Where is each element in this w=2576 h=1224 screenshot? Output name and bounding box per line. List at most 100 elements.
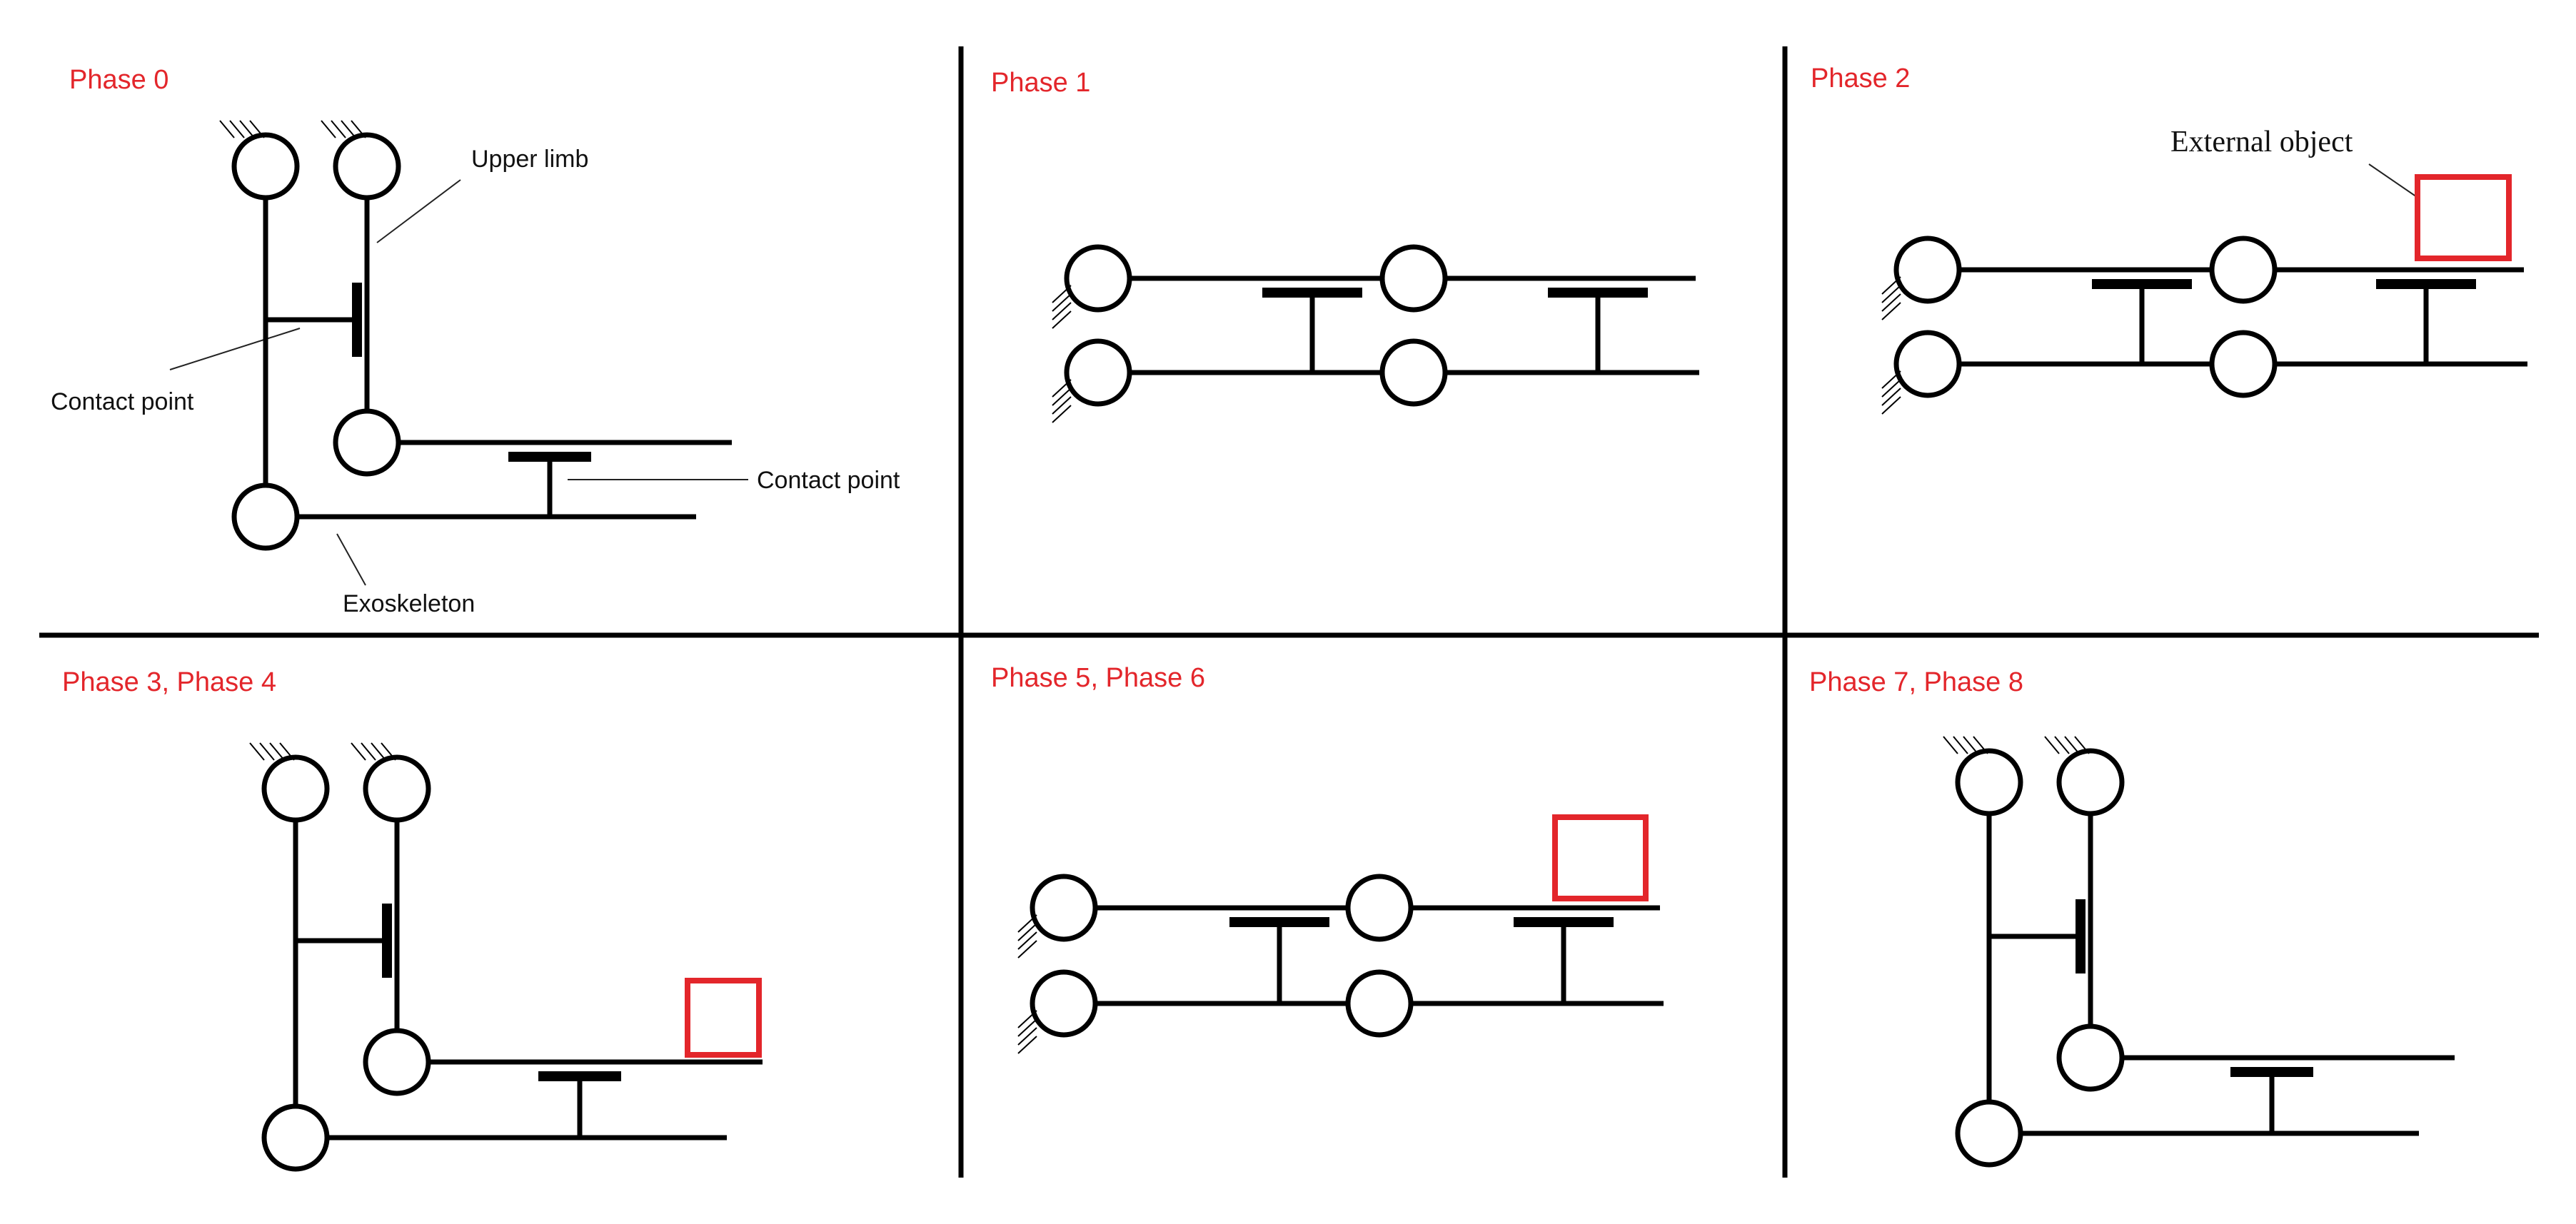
exoskeleton-elbow-joint xyxy=(1955,1099,2023,1168)
ground-hatch xyxy=(2044,736,2060,754)
ground-hatch xyxy=(1052,293,1072,312)
exoskeleton-shoulder-joint xyxy=(1030,969,1098,1038)
ground-hatch xyxy=(1881,379,1901,398)
ground-hatch xyxy=(1017,923,1037,941)
ground-hatch xyxy=(1052,302,1072,320)
ground-hatch xyxy=(1881,276,1901,295)
upper-limb-shoulder-joint xyxy=(2056,748,2125,816)
exoskeleton-shoulder-joint xyxy=(1893,330,1962,398)
ground-hatch xyxy=(341,120,356,138)
ground-hatch xyxy=(1881,388,1901,406)
upper-limb-elbow-joint xyxy=(1379,244,1448,313)
phase-7-8-mechanism xyxy=(1943,736,2455,1168)
ground-hatch xyxy=(2074,736,2090,754)
upper-limb-shoulder-joint xyxy=(1893,236,1962,304)
ground-hatch xyxy=(259,742,275,761)
ground-hatch xyxy=(1963,736,1978,754)
ground-hatch xyxy=(1953,736,1968,754)
ground-hatch xyxy=(1973,736,1988,754)
exoskeleton-label: Exoskeleton xyxy=(343,590,475,617)
exoskeleton-elbow-joint xyxy=(231,482,300,551)
ground-hatch xyxy=(1017,1036,1037,1054)
external-object-label: External object xyxy=(2170,126,2353,158)
ground-hatch xyxy=(1052,285,1072,303)
exoskeleton-shoulder-joint xyxy=(261,754,330,823)
upper-limb-elbow-joint xyxy=(2056,1023,2125,1092)
ground-hatch xyxy=(249,742,265,761)
upper-limb-elbow-joint xyxy=(1345,874,1414,942)
phase-3-4-title: Phase 3, Phase 4 xyxy=(62,667,276,697)
mechanism-drawings xyxy=(219,120,2527,1172)
external-object-box xyxy=(1552,814,1649,901)
ground-hatch xyxy=(239,120,255,138)
external-object-box xyxy=(2415,174,2512,261)
ground-hatch xyxy=(1017,1010,1037,1028)
upper-limb-leader xyxy=(376,179,461,243)
contact-point-label-left: Contact point xyxy=(51,388,194,415)
phase-2-title: Phase 2 xyxy=(1811,64,1910,93)
exoskeleton-shoulder-joint xyxy=(1955,748,2023,816)
ground-hatch xyxy=(2064,736,2080,754)
upper-limb-elbow-joint xyxy=(2209,236,2278,304)
ground-hatch xyxy=(1017,914,1037,933)
ground-hatch xyxy=(1052,396,1072,415)
upper-limb-shoulder-joint xyxy=(333,132,401,201)
phase-5-6-mechanism xyxy=(1017,814,1664,1054)
ground-hatch xyxy=(331,120,346,138)
exoskeleton-elbow-joint xyxy=(2209,330,2278,398)
upper-limb-shoulder-joint xyxy=(363,754,431,823)
upper-limb-elbow-joint xyxy=(333,408,401,477)
ground-hatch xyxy=(1017,1018,1037,1037)
phase-0-title: Phase 0 xyxy=(69,65,168,95)
ground-hatch xyxy=(229,120,245,138)
ground-hatch xyxy=(1052,405,1072,423)
upper-limb-label: Upper limb xyxy=(471,146,588,173)
exoskeleton-shoulder-joint xyxy=(1064,338,1132,407)
upper-limb-shoulder-joint xyxy=(1064,244,1132,313)
phase-5-6-title: Phase 5, Phase 6 xyxy=(991,663,1205,693)
contact-point-leader-left xyxy=(169,328,301,370)
ground-hatch xyxy=(249,120,265,138)
ground-hatch xyxy=(1017,1027,1037,1046)
phase-1-mechanism xyxy=(1052,244,1699,423)
ground-hatch xyxy=(351,742,366,761)
ground-hatch xyxy=(381,742,396,761)
ground-hatch xyxy=(1881,370,1901,389)
ground-hatch xyxy=(1052,310,1072,329)
ground-hatch xyxy=(321,120,336,138)
external-object-leader xyxy=(2368,163,2420,199)
phase-3-4-mechanism xyxy=(249,742,763,1172)
exoskeleton-shoulder-joint xyxy=(231,132,300,201)
ground-hatch xyxy=(1881,293,1901,312)
ground-hatch xyxy=(1017,931,1037,950)
exoskeleton-leader xyxy=(336,533,366,586)
ground-hatch xyxy=(1881,302,1901,320)
phase-2-mechanism xyxy=(1881,174,2527,415)
phase-0-mechanism xyxy=(219,120,732,551)
ground-hatch xyxy=(351,120,366,138)
phase-1-title: Phase 1 xyxy=(991,68,1090,98)
ground-hatch xyxy=(1017,940,1037,959)
ground-hatch xyxy=(1052,388,1072,406)
upper-limb-shoulder-joint xyxy=(1030,874,1098,942)
exoskeleton-elbow-joint xyxy=(261,1103,330,1172)
ground-hatch xyxy=(361,742,376,761)
ground-hatch xyxy=(1881,396,1901,415)
ground-hatch xyxy=(1881,285,1901,303)
exoskeleton-elbow-joint xyxy=(1379,338,1448,407)
ground-hatch xyxy=(2054,736,2070,754)
ground-hatch xyxy=(371,742,386,761)
ground-hatch xyxy=(1052,379,1072,398)
exoskeleton-elbow-joint xyxy=(1345,969,1414,1038)
ground-hatch xyxy=(219,120,235,138)
panel-dividers xyxy=(39,46,2539,1178)
contact-point-label-right: Contact point xyxy=(757,467,900,494)
phase-7-8-title: Phase 7, Phase 8 xyxy=(1809,667,2023,697)
upper-limb-elbow-joint xyxy=(363,1028,431,1096)
external-object-box xyxy=(685,978,762,1058)
ground-hatch xyxy=(269,742,285,761)
ground-hatch xyxy=(1943,736,1958,754)
ground-hatch xyxy=(279,742,295,761)
